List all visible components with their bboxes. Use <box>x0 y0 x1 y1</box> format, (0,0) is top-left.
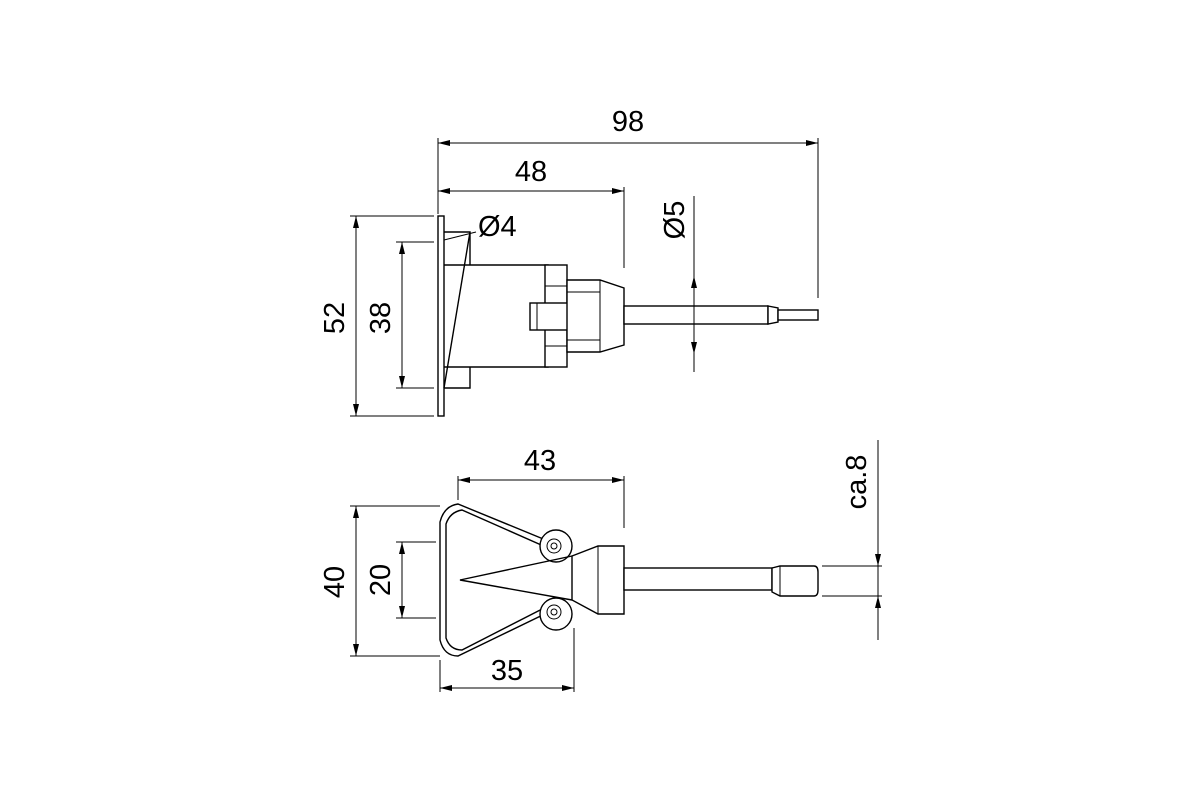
bottom-view: 43 40 20 35 ca.8 <box>319 440 882 692</box>
spring-wire <box>439 503 554 657</box>
dim-20: 20 <box>365 564 397 596</box>
dim-35: 35 <box>491 655 523 687</box>
diagonal-edge <box>443 231 471 389</box>
dim-52: 52 <box>319 302 351 334</box>
plan-rod-cap <box>771 565 819 597</box>
dim-rod-diameter: Ø5 <box>659 201 691 240</box>
plan-rod <box>623 567 773 591</box>
dim-43: 43 <box>524 445 556 477</box>
dim-rod-end: ca.8 <box>841 455 873 510</box>
rod-tip <box>767 305 779 325</box>
hex-nut <box>566 279 625 353</box>
dim-38: 38 <box>365 302 397 334</box>
dim-hole-diameter: Ø4 <box>478 211 517 243</box>
latch-v <box>459 555 573 601</box>
spring-eye-upper <box>539 529 573 563</box>
dim-98: 98 <box>612 106 644 138</box>
housing-taper-bottom <box>444 367 471 389</box>
dim-40: 40 <box>319 566 351 598</box>
top-view: 98 48 Ø4 Ø5 52 38 <box>319 106 819 417</box>
plunger-rod <box>623 305 769 325</box>
dim-48: 48 <box>515 156 547 188</box>
mounting-plate <box>437 215 445 417</box>
